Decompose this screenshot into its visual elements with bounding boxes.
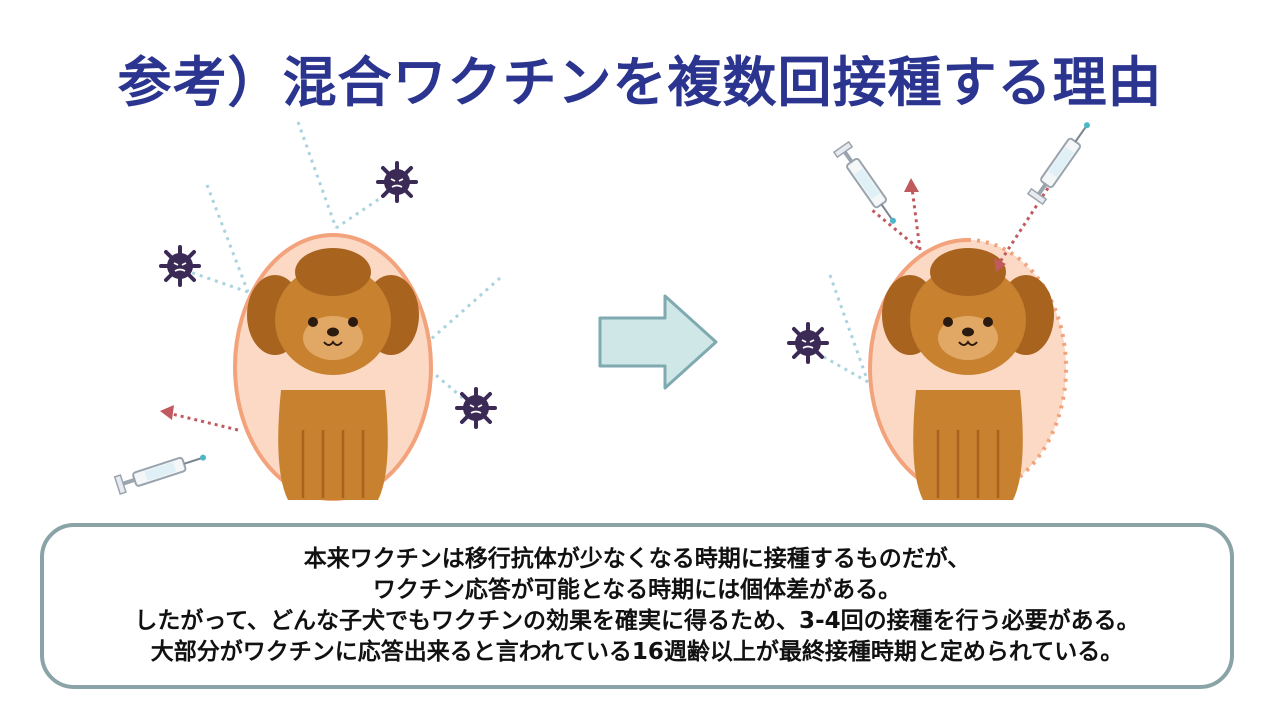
caption-line-2: ワクチン応答が可能となる時期には個体差がある。 (372, 577, 902, 603)
slide-title: 参考）混合ワクチンを複数回接種する理由 (117, 51, 1163, 114)
caption-line-3: したがって、どんな子犬でもワクチンの効果を確実に得るため、3-4回の接種を行う必… (134, 608, 1140, 634)
vaccine-illustration (113, 116, 1098, 502)
caption-box: 本来ワクチンは移行抗体が少なくなる時期に接種するものだが、 ワクチン応答が可能と… (40, 523, 1234, 689)
caption-line-1: 本来ワクチンは移行抗体が少なくなる時期に接種するものだが、 (303, 546, 971, 572)
caption-line-4: 大部分がワクチンに応答出来ると言われている16週齢以上が最終接種時期と定められて… (150, 639, 1124, 665)
transition-arrow (598, 294, 718, 390)
right-panel (787, 116, 1098, 502)
left-panel (113, 121, 501, 502)
